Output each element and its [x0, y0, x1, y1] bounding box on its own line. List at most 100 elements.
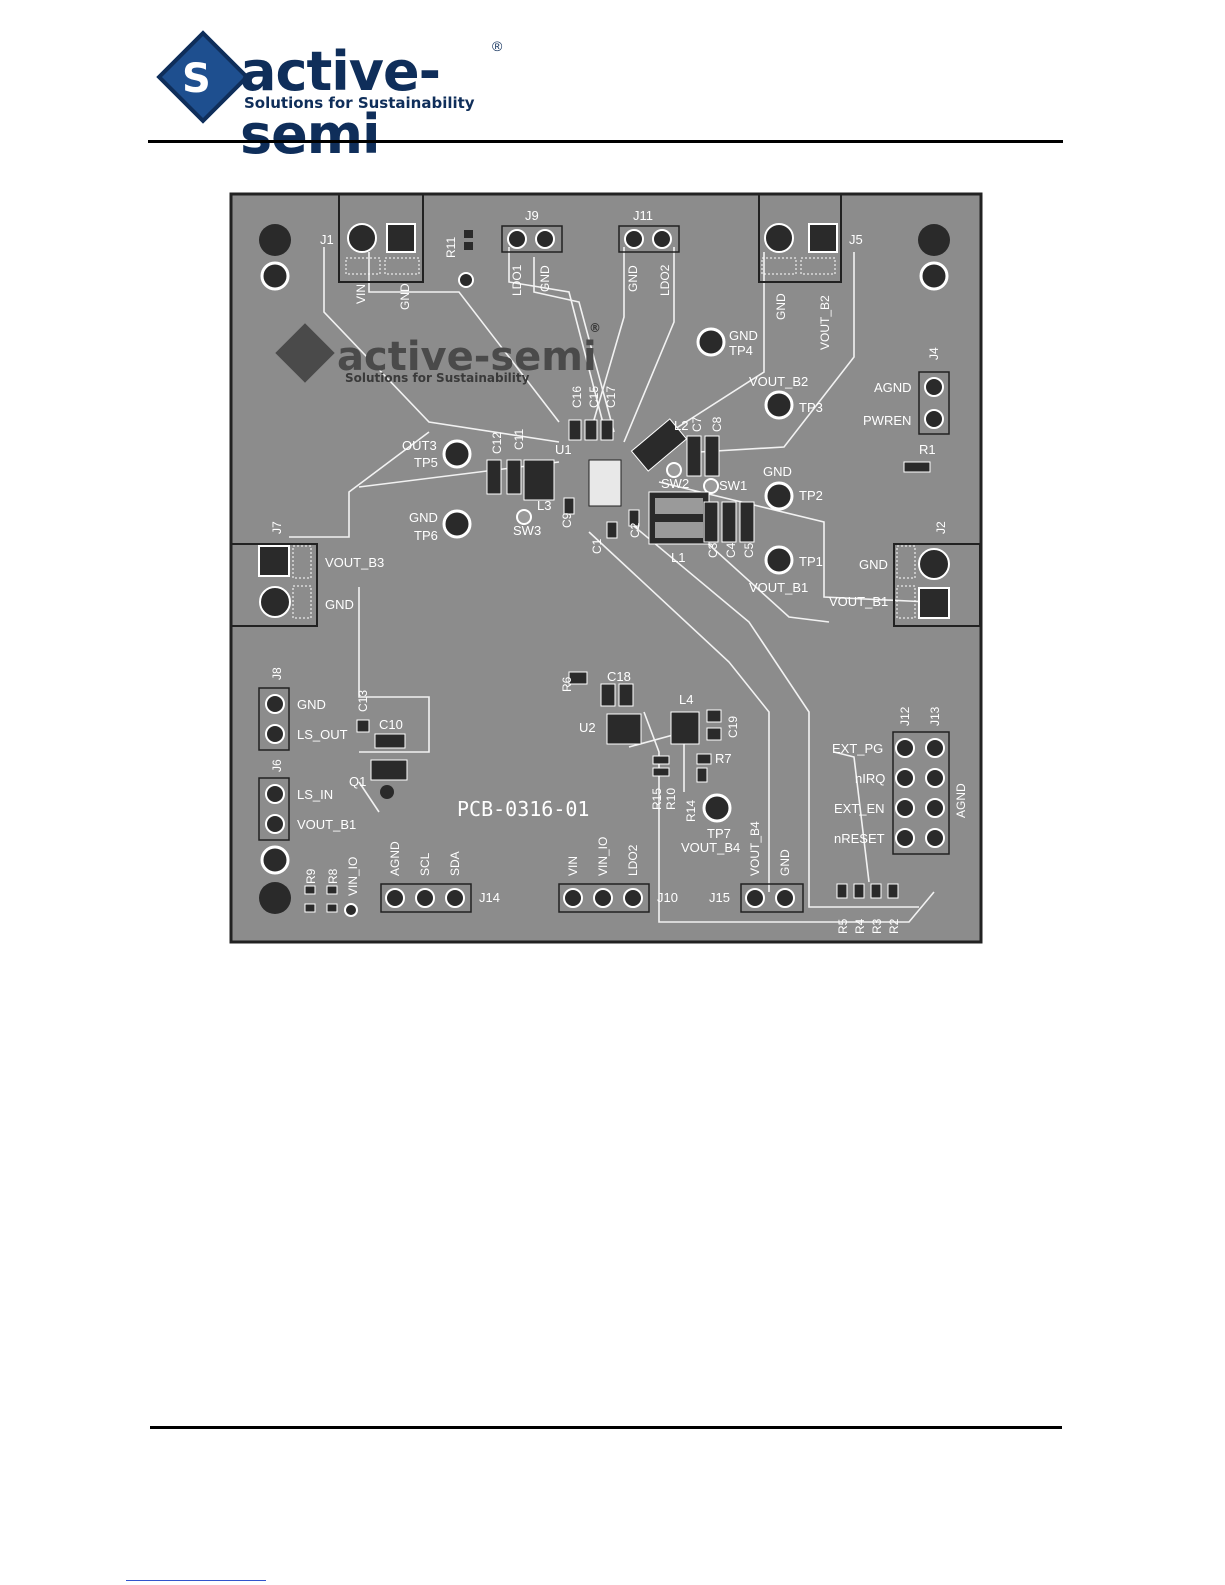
label-c19: C19 — [726, 716, 740, 738]
test-points: GND TP4 VOUT_B2 TP3 GND TP2 TP1 VOUT_B1 … — [402, 327, 823, 855]
label-j7-gnd: GND — [325, 597, 354, 612]
label-l4: L4 — [679, 692, 693, 707]
label-j14: J14 — [479, 890, 500, 905]
copper-traces — [289, 247, 935, 923]
label-j9-gnd: GND — [538, 265, 552, 292]
logo-wordmark: active-semi — [240, 40, 441, 166]
label-j11-ldo2: LDO2 — [658, 264, 672, 296]
connector-j2: J2 GND VOUT_B1 — [829, 521, 981, 627]
label-tp6-net: GND — [409, 510, 438, 525]
label-c5: C5 — [742, 542, 756, 558]
resistor-r11: R11 — [444, 230, 474, 288]
label-c16: C16 — [570, 386, 584, 408]
label-j6: J6 — [270, 759, 284, 772]
label-c13: C13 — [356, 690, 370, 712]
label-u1: U1 — [555, 442, 572, 457]
label-j9-ldo1: LDO1 — [510, 264, 524, 296]
load-switch-section: J8 GND LS_OUT J6 LS_IN VOUT_B1 C13 C10 Q… — [258, 667, 408, 841]
silkscreen-logo: active-semi ® Solutions for Sustainabili… — [275, 321, 601, 385]
label-j8: J8 — [270, 667, 284, 680]
label-j9: J9 — [525, 208, 539, 223]
label-j13-agnd: AGND — [954, 783, 968, 818]
u1-power-stage: U1 L3 L1 L2 C12 C11 C16 C15 C17 C7 C8 C3… — [486, 386, 756, 565]
label-l1: L1 — [671, 550, 685, 565]
label-l2: L2 — [674, 418, 688, 433]
label-j14-agnd: AGND — [388, 841, 402, 876]
logo-registered-mark: ® — [492, 38, 503, 54]
connector-j7: J7 VOUT_B3 GND — [230, 521, 384, 627]
label-sw1: SW1 — [719, 478, 747, 493]
label-j2: J2 — [934, 521, 948, 534]
label-c9: C9 — [560, 512, 574, 528]
label-j14-scl: SCL — [418, 852, 432, 876]
label-r5: R5 — [836, 918, 850, 934]
header-rule — [148, 140, 1063, 143]
connector-j9: J9 LDO1 GND — [501, 208, 563, 296]
label-j6-ls-in: LS_IN — [297, 787, 333, 802]
label-c11: C11 — [512, 429, 526, 450]
label-j1-vin: VIN — [354, 284, 368, 304]
label-r4: R4 — [853, 918, 867, 934]
label-l3: L3 — [537, 498, 551, 513]
label-r9: R9 — [304, 868, 318, 884]
label-j11-gnd: GND — [626, 265, 640, 292]
label-tp1-net: VOUT_B1 — [749, 580, 808, 595]
label-nirq: nIRQ — [855, 771, 885, 786]
footer-link-underline[interactable] — [126, 1580, 266, 1581]
label-j10-vin-io: VIN_IO — [596, 837, 610, 876]
label-j7: J7 — [270, 521, 284, 534]
label-c8: C8 — [710, 416, 724, 432]
label-r10: R10 — [664, 788, 678, 810]
label-tp5-net: OUT3 — [402, 438, 437, 453]
label-tp4: TP4 — [729, 343, 753, 358]
label-u2: U2 — [579, 720, 596, 735]
label-ext-pg: EXT_PG — [832, 741, 883, 756]
label-tp3: TP3 — [799, 400, 823, 415]
label-c18: C18 — [607, 669, 631, 684]
label-j15-vout-b4: VOUT_B4 — [748, 821, 762, 876]
label-r11: R11 — [444, 237, 458, 258]
label-r15: R15 — [650, 788, 664, 810]
connector-j1: J1 VIN GND — [320, 193, 424, 310]
label-sw3: SW3 — [513, 523, 541, 538]
label-j13: J13 — [928, 706, 942, 726]
label-j4-agnd: AGND — [874, 380, 912, 395]
label-j5: J5 — [849, 232, 863, 247]
board-number: PCB-0316-01 — [457, 797, 589, 821]
logo-tagline: Solutions for Sustainability — [244, 94, 475, 112]
connector-j15: VOUT_B4 GND J15 — [709, 821, 804, 913]
silk-logo-tagline: Solutions for Sustainability — [345, 371, 530, 385]
connector-j5: J5 GND VOUT_B2 — [758, 193, 863, 350]
label-j8-gnd: GND — [297, 697, 326, 712]
label-j10-ldo2: LDO2 — [626, 844, 640, 876]
label-tp1: TP1 — [799, 554, 823, 569]
label-j15: J15 — [709, 890, 730, 905]
label-c7: C7 — [690, 416, 704, 432]
label-tp7: TP7 — [707, 826, 731, 841]
label-j1-gnd: GND — [398, 283, 412, 310]
logo-s-glyph: S — [182, 56, 211, 102]
label-ext-en: EXT_EN — [834, 801, 885, 816]
label-nreset: nRESET — [834, 831, 885, 846]
connector-j12-j13: J12 J13 AGND EXT_PG nIRQ EXT_EN nRESET R… — [832, 706, 968, 934]
label-tp6: TP6 — [414, 528, 438, 543]
connector-j14: R9 R8 VIN_IO AGND SCL SDA J14 — [304, 841, 500, 917]
label-c17: C17 — [604, 386, 618, 408]
silk-logo-registered: ® — [589, 321, 601, 335]
active-semi-logo: S active-semi ® Solutions for Sustainabi… — [156, 30, 520, 166]
label-c10: C10 — [379, 717, 403, 732]
label-j2-vout-b1: VOUT_B1 — [829, 594, 888, 609]
label-r7: R7 — [715, 751, 732, 766]
label-r3: R3 — [870, 918, 884, 934]
label-c12: C12 — [490, 432, 504, 454]
label-tp4-net: GND — [729, 328, 758, 343]
u2-buck-section: R6 C18 U2 L4 C19 R7 R15 R10 R14 — [560, 669, 740, 822]
silk-logo-word: active-semi — [337, 334, 597, 380]
label-j14-sda: SDA — [448, 851, 462, 876]
label-tp2-net: GND — [763, 464, 792, 479]
label-tp3-net: VOUT_B2 — [749, 374, 808, 389]
label-q1: Q1 — [349, 774, 366, 789]
label-sw2: SW2 — [661, 476, 689, 491]
connector-j4: J4 AGND PWREN R1 — [863, 347, 950, 473]
label-j2-gnd: GND — [859, 557, 888, 572]
